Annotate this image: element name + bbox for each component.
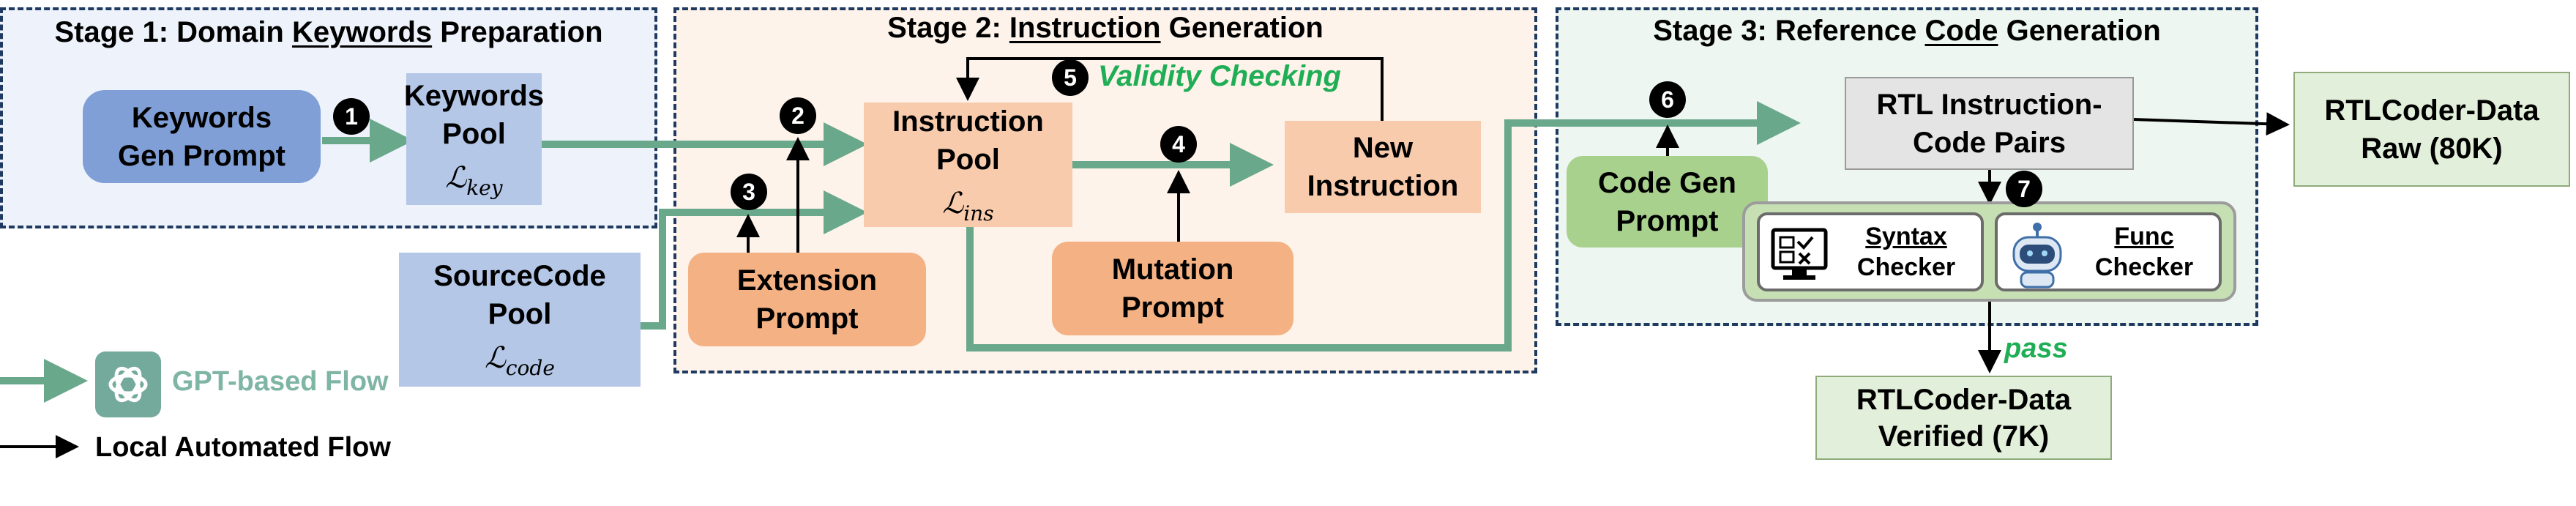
openai-logo-icon (95, 351, 161, 417)
rtl-pairs-box: RTL Instruction-Code Pairs (1845, 77, 2134, 170)
step-badge-6: 6 (1649, 81, 1686, 118)
step-badge-7: 7 (2006, 171, 2042, 207)
legend-gpt-label: GPT-based Flow (172, 366, 389, 397)
func-checker-box: Func Checker (1995, 212, 2222, 291)
legend-local-label: Local Automated Flow (95, 432, 391, 463)
func-checker-label: Checker (2094, 253, 2194, 281)
step-badge-2: 2 (780, 97, 816, 134)
validity-checking-label: Validity Checking (1098, 60, 1341, 92)
syntax-checker-label: Checker (1856, 253, 1956, 281)
stage3-title: Stage 3: Reference Code Generation (1653, 15, 2161, 47)
robot-icon (2012, 223, 2062, 289)
stage1-title: Stage 1: Domain Keywords Preparation (54, 16, 603, 48)
step-badge-1: 1 (333, 98, 370, 135)
syntax-checker-box: Syntax Checker (1757, 212, 1984, 291)
stage2-title: Stage 2: Instruction Generation (887, 12, 1324, 44)
sourcecode-pool-symbol: ℒcode (485, 341, 555, 381)
syntax-checker-title: Syntax (1865, 222, 1947, 250)
instruction-pool-symbol: ℒins (942, 186, 994, 226)
keywords-pool-symbol: ℒkey (445, 160, 503, 200)
func-checker-title: Func (2114, 222, 2174, 250)
syntax-checker-icon (1771, 228, 1828, 280)
pass-label: pass (2004, 333, 2068, 364)
step-badge-3: 3 (731, 174, 767, 210)
step-badge-4: 4 (1160, 126, 1197, 163)
step-badge-5: 5 (1052, 59, 1089, 96)
